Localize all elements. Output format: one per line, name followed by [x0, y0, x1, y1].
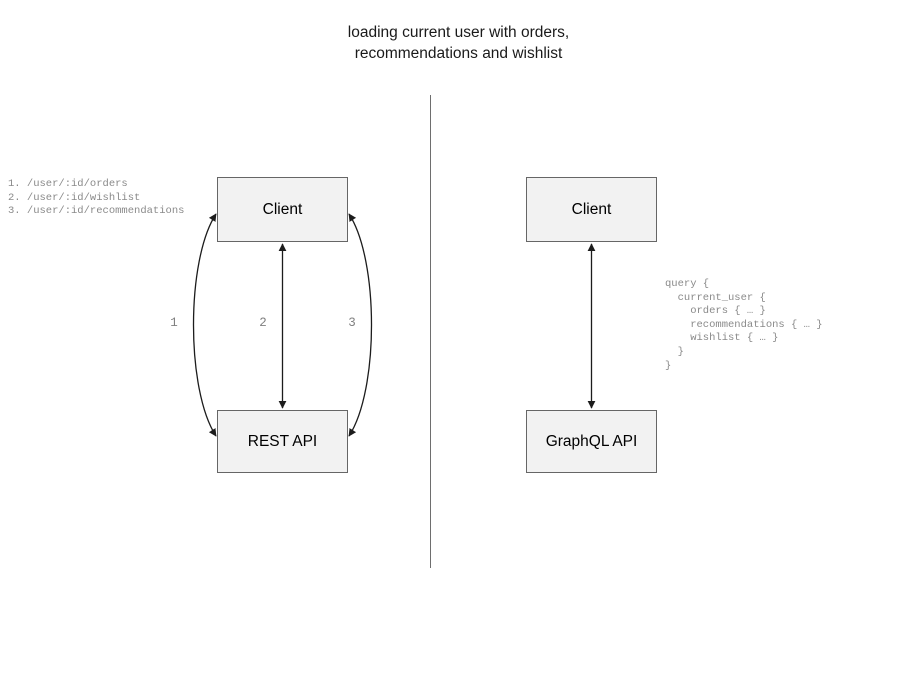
- center-divider: [430, 95, 431, 568]
- edge-arrow-1: [192, 213, 217, 437]
- rest-endpoint-list: 1. /user/:id/orders 2. /user/:id/wishlis…: [8, 178, 185, 218]
- graphql-query-block: query { current_user { orders { … } reco…: [665, 278, 823, 372]
- node-client-graphql[interactable]: Client: [526, 177, 657, 242]
- node-graphql-api[interactable]: GraphQL API: [526, 410, 657, 473]
- node-rest-api[interactable]: REST API: [217, 410, 348, 473]
- page-title: loading current user with orders, recomm…: [347, 24, 570, 62]
- node-client-rest[interactable]: Client: [217, 177, 348, 242]
- edge-label-3: 3: [348, 316, 356, 330]
- edge-label-1: 1: [170, 316, 178, 330]
- edge-label-2: 2: [259, 316, 267, 330]
